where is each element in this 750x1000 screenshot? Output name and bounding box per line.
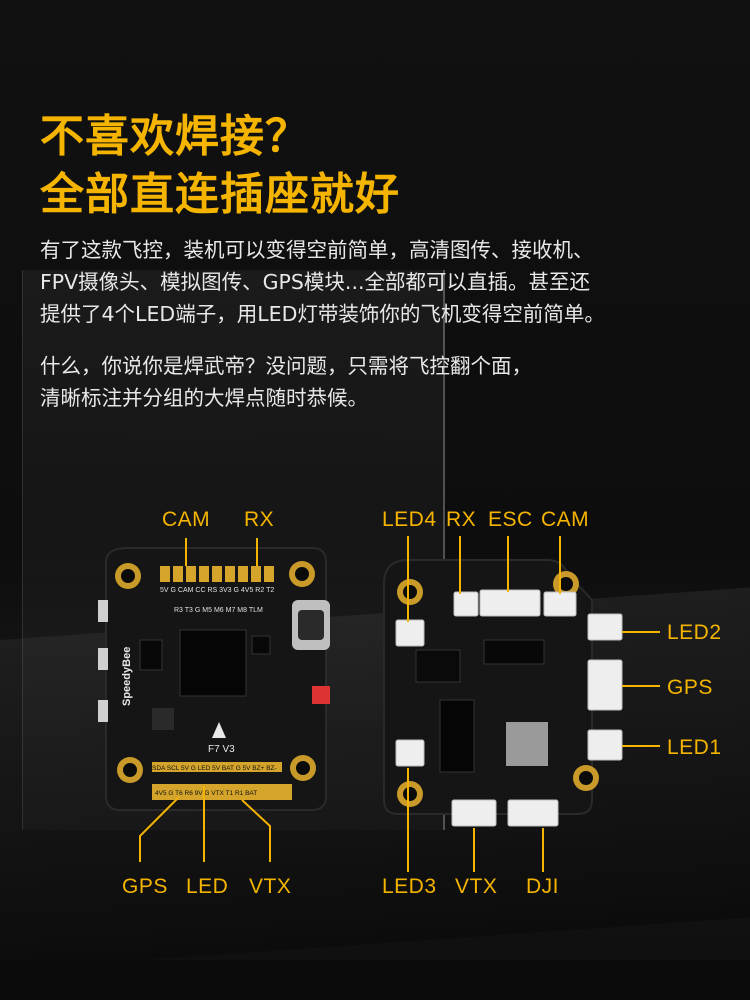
right-label-rx: RX xyxy=(446,508,477,531)
right-label-led1: LED1 xyxy=(667,736,722,759)
bottom-band xyxy=(0,960,750,1000)
right-connectors xyxy=(395,589,623,827)
left-label-led: LED xyxy=(186,875,229,898)
left-bottom-pads xyxy=(152,762,292,800)
right-chip-1 xyxy=(439,699,475,773)
headline-line-1: 不喜欢焊接？ xyxy=(40,111,310,162)
headline: 不喜欢焊接？ 全部直连插座就好 xyxy=(40,108,400,224)
left-label-rx: RX xyxy=(244,508,275,531)
intro-paragraph: 有了这款飞控，装机可以变得空前简单，高清图传、接收机、 FPV摄像头、模拟图传、… xyxy=(40,234,720,330)
solder-line-2: 清晰标注并分组的大焊点随时恭候。 xyxy=(40,386,368,410)
solder-line-1: 什么，你说你是焊武帝？没问题，只需将飞控翻个面， xyxy=(40,354,532,378)
pad-row-low2: 4V5 G T6 R6 9V G VTX T1 R1 BAT xyxy=(155,790,257,797)
pad-row-mid: R3 T3 G M5 M6 M7 M8 TLM xyxy=(174,607,263,614)
right-label-dji: DJI xyxy=(526,875,559,898)
right-label-led2: LED2 xyxy=(667,621,722,644)
right-label-gps: GPS xyxy=(667,676,713,699)
intro-line-3: 提供了4个LED端子，用LED灯带装饰你的飞机变得空前简单。 xyxy=(40,302,605,326)
model-text: F7 V3 xyxy=(208,744,235,755)
left-mount-holes xyxy=(115,561,316,783)
right-label-led3: LED3 xyxy=(382,875,437,898)
left-label-vtx: VTX xyxy=(249,875,292,898)
left-flight-controller: 5V G CAM CC RS 3V3 G 4V5 R2 T2 R3 T3 G M… xyxy=(98,547,330,811)
headline-line-2: 全部直连插座就好 xyxy=(40,169,400,220)
right-flight-controller xyxy=(383,559,623,827)
right-label-led4: LED4 xyxy=(382,508,437,531)
left-label-gps: GPS xyxy=(122,875,168,898)
intro-line-2: FPV摄像头、模拟图传、GPS模块...全部都可以直插。甚至还 xyxy=(40,270,590,294)
intro-line-1: 有了这款飞控，装机可以变得空前简单，高清图传、接收机、 xyxy=(40,238,594,262)
right-chip-2 xyxy=(506,722,548,766)
solder-paragraph: 什么，你说你是焊武帝？没问题，只需将飞控翻个面， 清晰标注并分组的大焊点随时恭候… xyxy=(40,350,720,414)
right-label-esc: ESC xyxy=(488,508,533,531)
left-label-cam: CAM xyxy=(162,508,211,531)
pad-row-top: 5V G CAM CC RS 3V3 G 4V5 R2 T2 xyxy=(160,587,274,594)
right-label-vtx: VTX xyxy=(455,875,498,898)
right-label-cam: CAM xyxy=(541,508,590,531)
brand-text: SpeedyBee xyxy=(121,647,133,706)
left-top-pads xyxy=(160,566,274,582)
left-leader-lines xyxy=(139,538,271,862)
right-mount-holes xyxy=(397,571,599,807)
pad-row-low1: SDA SCL 5V G LED 5V BAT G 5V BZ+ BZ- xyxy=(152,765,277,772)
right-leader-lines xyxy=(407,536,660,872)
left-mcu-chip xyxy=(179,629,247,697)
